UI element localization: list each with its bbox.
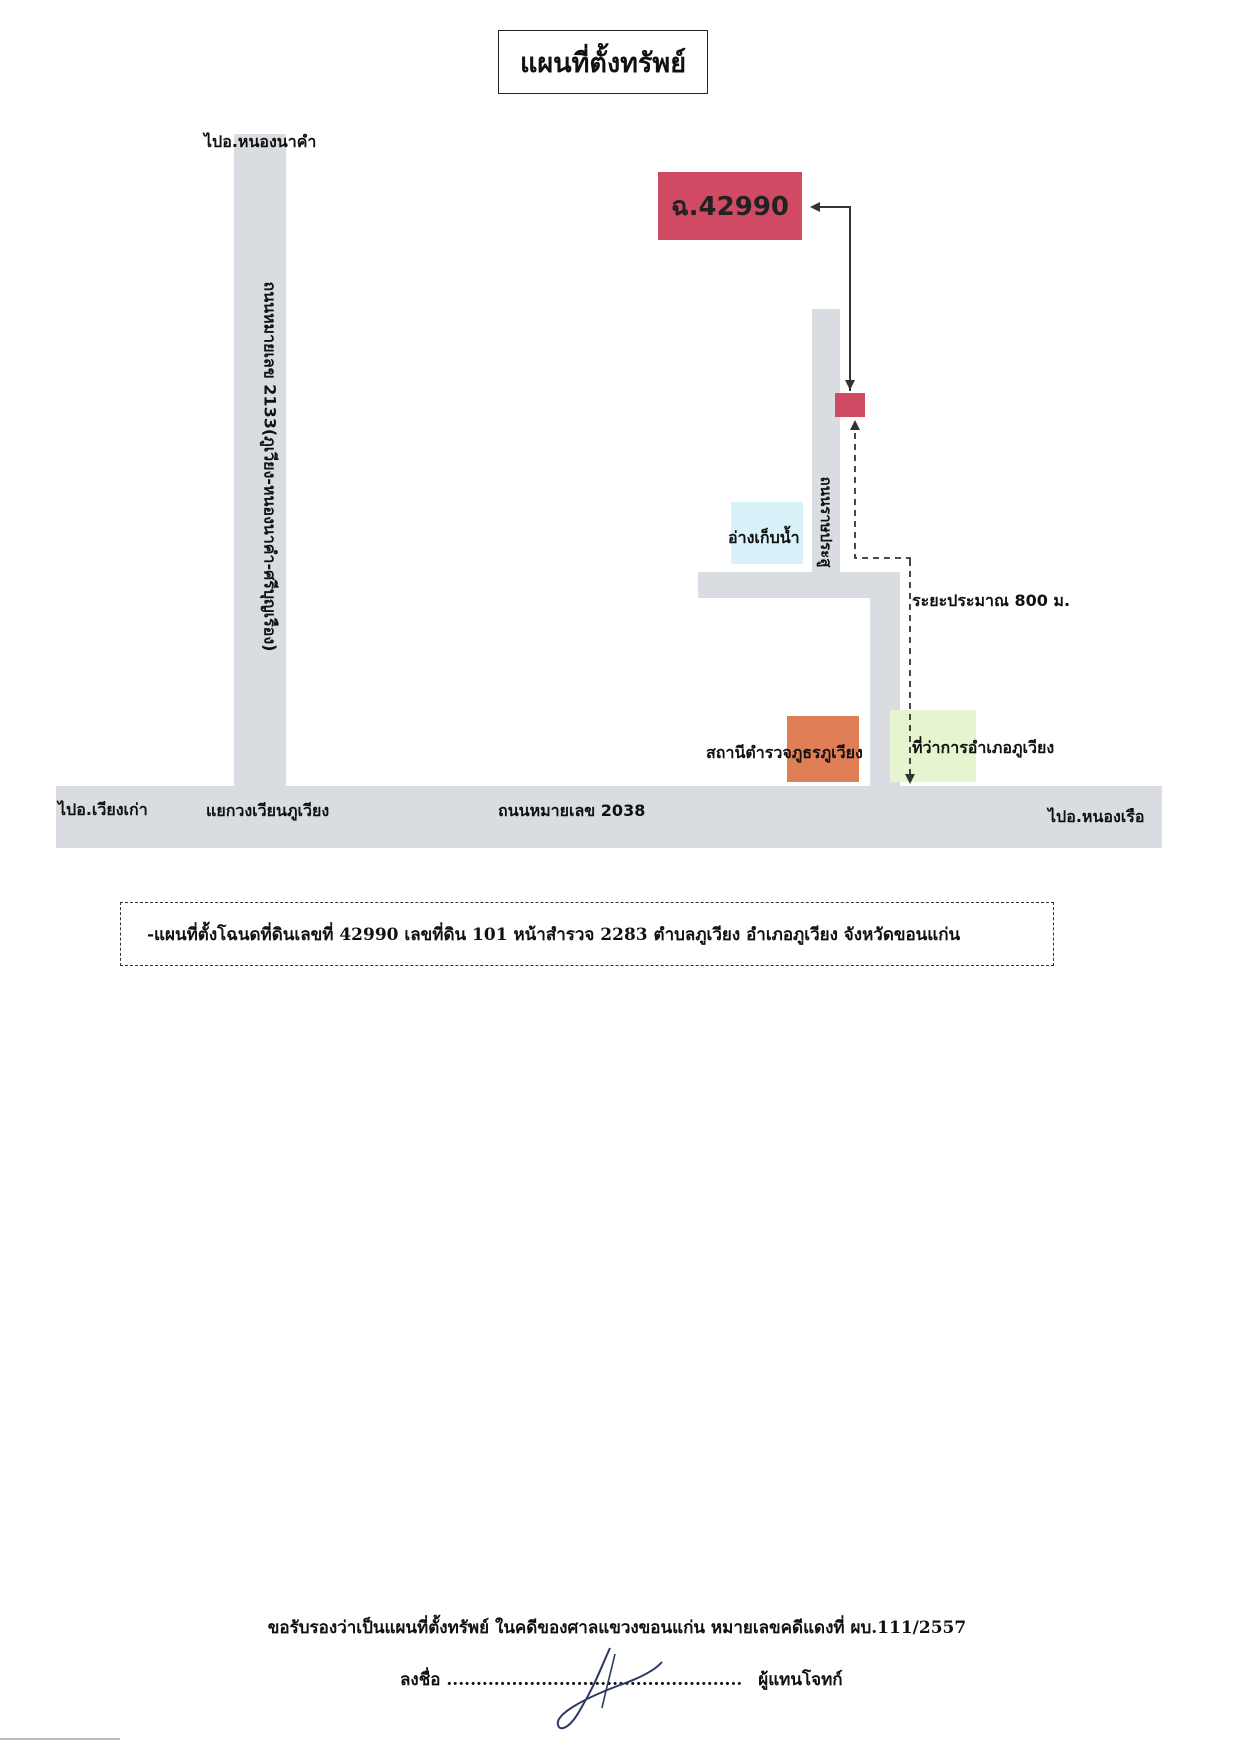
distance-note: ระยะประมาณ 800 ม. <box>912 591 1071 610</box>
signature-dots: ........................................… <box>446 1670 743 1690</box>
road-2038-label: ถนนหมายเลข 2038 <box>498 801 646 820</box>
district-office-label: ที่ว่าการอำเภอภูเวียง <box>912 738 1055 757</box>
route-arrows <box>810 202 915 784</box>
police-station-label: สถานีตำรวจภูธรภูเวียง <box>706 743 863 762</box>
handwritten-signature <box>556 1647 663 1730</box>
scan-edge-mark <box>0 1738 120 1740</box>
direction-nong-na-kham: ไปอ.หนองนาคำ <box>204 132 317 151</box>
reservoir-marker <box>731 502 803 564</box>
road-2133 <box>234 134 286 788</box>
signature-row: ลงชื่อ .................................… <box>400 1666 843 1693</box>
parcel-pointer-arrow <box>810 202 851 391</box>
direction-nong-ruea: ไปอ.หนองเรือ <box>1048 807 1145 826</box>
map-caption: -แผนที่ตั้งโฉนดที่ดินเลขที่ 42990 เลขที่… <box>120 902 1054 966</box>
road-2133-label: ถนนหมายเลข 2133(ภูเวียง-หนองนาคำ-ศรีบุญเ… <box>260 281 280 652</box>
reservoir-label: อ่างเก็บน้ำ <box>728 528 800 547</box>
page-title: แผนที่ตั้งทรัพย์ <box>498 30 708 94</box>
road-ratprasong-label: ถนนราษประสู <box>817 476 835 568</box>
sign-label: ลงชื่อ <box>400 1670 441 1690</box>
road-connector <box>698 572 900 598</box>
road-ratprasong <box>812 309 840 579</box>
district-office-marker <box>890 710 976 782</box>
parcel-label: ฉ.42990 <box>658 172 802 240</box>
caption-text: -แผนที่ตั้งโฉนดที่ดินเลขที่ 42990 เลขที่… <box>147 924 961 945</box>
certification-text: ขอรับรองว่าเป็นแผนที่ตั้งทรัพย์ ในคดีของ… <box>267 1618 967 1638</box>
distance-dashed-arrow-up <box>850 420 911 560</box>
road-2038 <box>56 786 1162 848</box>
parcel-location-marker <box>835 393 865 417</box>
police-station-marker <box>787 716 859 782</box>
signer-role: ผู้แทนโจทก์ <box>758 1670 843 1690</box>
roundabout-label: แยกวงเวียนภูเวียง <box>206 801 330 820</box>
direction-wiang-kao: ไปอ.เวียงเก่า <box>58 800 148 819</box>
